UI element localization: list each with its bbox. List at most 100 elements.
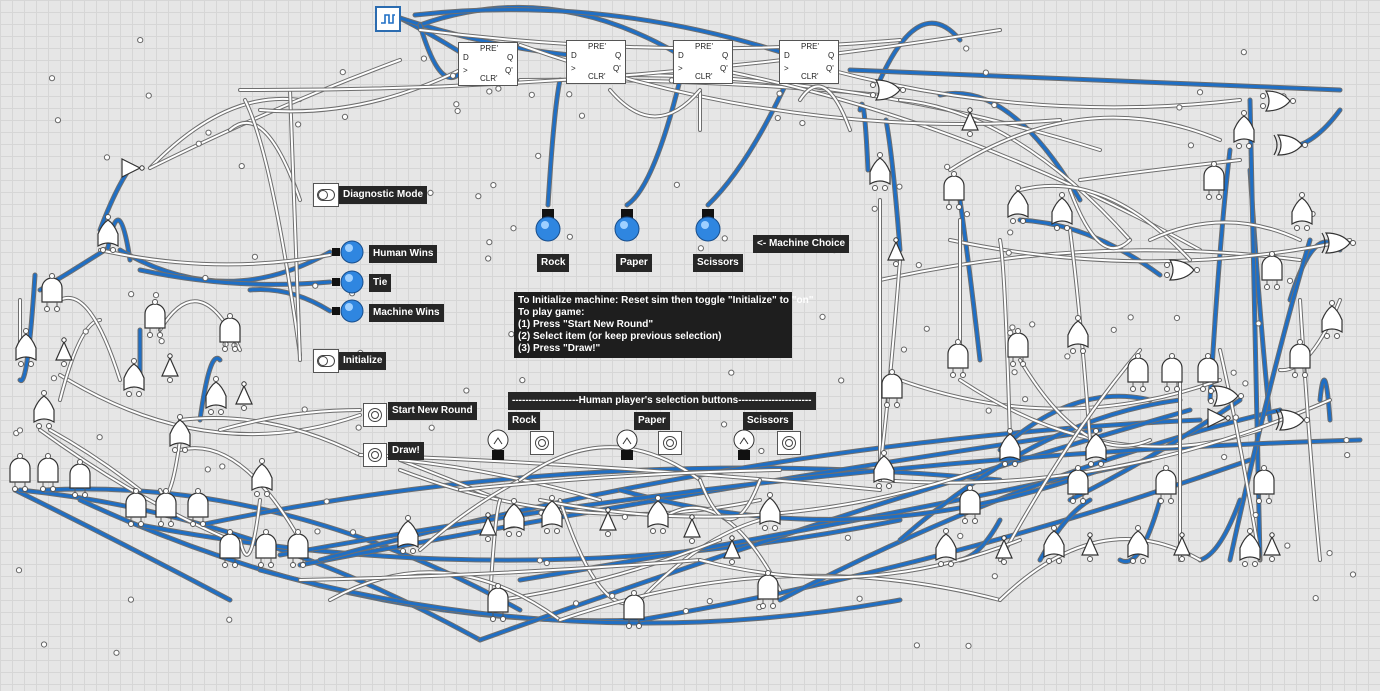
wire-off xyxy=(609,89,701,118)
wire-off xyxy=(1069,189,1131,250)
wire-on xyxy=(138,268,332,286)
wire-junction xyxy=(838,377,845,384)
wire-junction xyxy=(758,447,765,455)
wire-off xyxy=(998,537,1202,602)
wire-off xyxy=(999,349,1141,561)
xor-gate-right-1 xyxy=(1273,134,1309,156)
wire-junction xyxy=(1007,229,1014,236)
not-gate-28 xyxy=(683,514,701,545)
wire-junction xyxy=(1343,437,1350,444)
ff-qn-label: Q' xyxy=(720,64,728,73)
wire-off xyxy=(1149,221,1301,241)
wire-junction xyxy=(195,140,202,147)
wire-off xyxy=(239,499,261,556)
human-paper-label: Paper xyxy=(634,412,670,430)
or-gate-34 xyxy=(869,151,891,192)
wire-junction xyxy=(856,595,863,602)
wire-junction xyxy=(578,112,586,119)
wire-on xyxy=(1318,378,1332,422)
wire-junction xyxy=(427,189,434,196)
wire-junction xyxy=(944,163,951,171)
wire-junction xyxy=(913,642,920,649)
wire-on xyxy=(413,8,792,57)
bulb-machine-scissors xyxy=(695,209,721,242)
wire-junction xyxy=(312,282,319,289)
wire-junction xyxy=(963,45,970,52)
and-gate-46 xyxy=(947,338,969,379)
wire-off xyxy=(879,249,1301,281)
wire-junction xyxy=(896,183,903,190)
wire-junction xyxy=(486,88,493,95)
wire-junction xyxy=(349,529,357,536)
human-wins-label: Human Wins xyxy=(369,245,438,263)
wire-off xyxy=(949,239,1351,263)
wire-junction xyxy=(1344,451,1351,459)
clock-icon[interactable] xyxy=(375,6,401,32)
wire-junction xyxy=(535,152,542,159)
machine-wins-label: Machine Wins xyxy=(369,304,444,322)
wire-junction xyxy=(572,600,580,607)
ff-clr-label: CLR' xyxy=(588,72,606,81)
wire-off xyxy=(899,379,1221,410)
wire-junction xyxy=(1286,277,1294,284)
bulb-machine-wins xyxy=(332,299,364,323)
bulb-human-rock xyxy=(487,429,509,460)
wire-on xyxy=(1248,98,1262,562)
wire-junction xyxy=(355,424,362,431)
wire-off xyxy=(1069,229,1091,441)
wire-on xyxy=(198,356,222,422)
human-paper-button[interactable] xyxy=(658,431,682,455)
instructions-line: (1) Press "Start New Round" xyxy=(518,319,654,330)
wire-junction xyxy=(48,75,56,82)
ff-clk-label: > xyxy=(678,64,683,73)
instructions-line: (2) Select item (or keep previous select… xyxy=(518,331,722,342)
push-button-icon xyxy=(663,436,677,450)
wire-off xyxy=(149,97,301,169)
wire-junction xyxy=(1173,314,1181,322)
wire-junction xyxy=(54,117,62,124)
and-gate-20 xyxy=(255,528,277,569)
wire-junction xyxy=(915,262,922,269)
wire-junction xyxy=(137,36,144,44)
wire-off xyxy=(878,248,1302,282)
wire-junction xyxy=(1176,104,1183,111)
wire-junction xyxy=(1064,353,1071,360)
toggle-icon xyxy=(317,355,335,367)
ff-pre-label: PRE' xyxy=(801,42,819,51)
flip-flop-3: PRE' D > Q Q' CLR' xyxy=(673,40,733,84)
wire-junction xyxy=(963,211,971,218)
wire-junction xyxy=(1230,369,1237,376)
or-gate-right-top xyxy=(1259,90,1297,112)
initialize-toggle[interactable] xyxy=(313,349,339,373)
wire-junction xyxy=(706,598,713,605)
wire-junction xyxy=(251,253,259,260)
wire-off xyxy=(999,239,1011,441)
wire-junction xyxy=(50,375,58,382)
wire-junction xyxy=(145,92,152,99)
wire-on xyxy=(1297,107,1343,148)
wire-junction xyxy=(428,424,435,431)
draw-button[interactable] xyxy=(363,443,387,467)
wire-junction xyxy=(991,573,998,580)
draw-label: Draw! xyxy=(388,442,424,460)
or-gate-38 xyxy=(1007,184,1029,225)
start-new-round-button[interactable] xyxy=(363,403,387,427)
diagnostic-mode-toggle[interactable] xyxy=(313,183,339,207)
wire-junction xyxy=(301,406,308,413)
machine-paper-label: Paper xyxy=(616,254,652,272)
wire-off xyxy=(459,469,781,491)
diagnostic-mode-label: Diagnostic Mode xyxy=(339,186,428,204)
flip-flop-1: PRE' D > Q Q' CLR' xyxy=(458,42,518,86)
wire-junction xyxy=(957,532,964,540)
wire-junction xyxy=(1221,453,1228,461)
or-gate-10 xyxy=(33,389,55,430)
wire-off xyxy=(1299,299,1321,561)
wire-junction xyxy=(566,233,573,240)
ff-qn-label: Q' xyxy=(613,64,621,73)
human-rock-button[interactable] xyxy=(530,431,554,455)
wire-junction xyxy=(15,567,23,574)
human-scissors-button[interactable] xyxy=(777,431,801,455)
wire-off xyxy=(59,296,121,381)
wire-on xyxy=(138,518,902,562)
wire-junction xyxy=(475,193,482,200)
